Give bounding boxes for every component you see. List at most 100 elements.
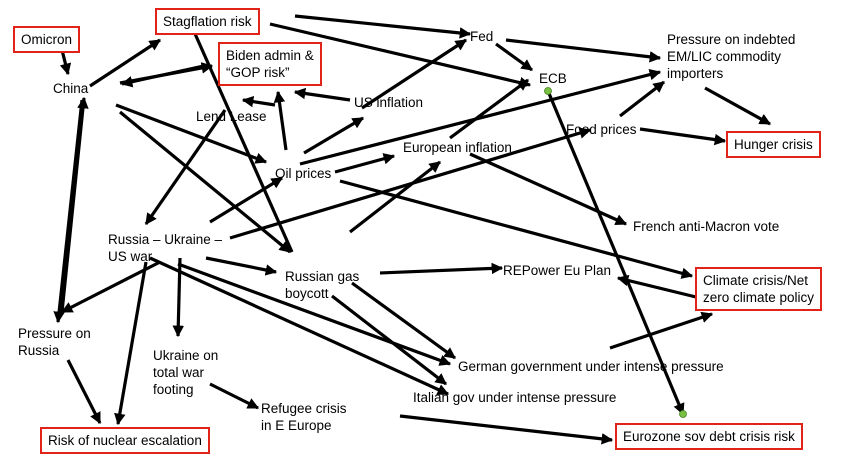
node-pressure-on-russia-line-1: Pressure on [18,326,91,341]
arrow-gas-stagflation [186,16,294,253]
arrow-pressure-russia-nuclear [66,359,102,425]
node-refugee-crisis-line-2: in E Europe [261,418,332,433]
node-repower-eu-plan-line-1: REPower Eu Plan [503,263,612,278]
node-french-anti-macron-vote-line-1: French anti-Macron vote [633,219,780,234]
arrow-ecb-eurozone [546,90,685,416]
node-pressure-em-lic: Pressure on indebted EM/LIC commodity im… [667,31,795,82]
node-russia-ukraine-us-war-line-2: US war [108,249,153,264]
arrow-russia-italian [149,256,450,396]
node-lend-lease: Lend Lease [196,108,267,125]
arrow-china-pressure-russia-reverse [60,96,89,313]
node-fed-line-1: Fed [470,29,494,44]
node-hunger-crisis-line-1: Hunger crisis [734,137,813,152]
arrow-food-pressure-em [619,80,665,118]
arrow-russia-nuclear [114,261,148,426]
node-ukraine-total-war-footing: Ukraine on total war footing [153,347,218,398]
node-russian-gas-boycott-line-1: Russian gas [285,269,360,284]
arrow-china-stagflation [89,38,161,88]
arrow-oil-eu-inflation [334,153,396,174]
arrow-oil-biden [273,90,288,151]
node-climate-crisis: Climate crisis/Net zero climate policy [695,267,823,311]
arrow-lend-lease-russia [144,109,227,225]
arrow-oil-us-inflation [303,116,364,155]
arrow-fed-ecb [495,42,533,72]
node-fed: Fed [470,28,493,45]
node-us-inflation-line-1: US inflation [354,95,424,110]
arrow-omicron-china [59,49,72,76]
arrow-biden-china-reverse [120,63,209,88]
arrow-gas-german [351,281,456,360]
node-omicron-line-1: Omicron [21,32,73,47]
node-china-line-1: China [53,81,89,96]
arrow-food-hunger [639,127,727,146]
arrow-china-pressure-russia [53,99,84,324]
node-oil-prices: Oil prices [275,165,331,182]
node-china: China [53,80,88,97]
node-german-government-line-1: German government under intense pressure [458,359,724,374]
node-repower-eu-plan: REPower Eu Plan [503,262,611,279]
node-stagflation-risk-line-1: Stagflation risk [163,14,252,29]
arrow-gas-repower [379,262,504,275]
node-us-inflation: US inflation [354,94,423,111]
arrow-german-climate [609,311,714,350]
node-ecb-line-1: ECB [539,71,567,86]
node-pressure-em-lic-line-2: EM/LIC commodity [667,49,782,64]
node-russian-gas-boycott-line-2: boycott [285,286,329,301]
arrow-fed-pressure-em [505,38,662,63]
node-biden-admin: Biden admin & “GOP risk” [218,42,322,86]
node-pressure-on-russia: Pressure on Russia [18,325,91,359]
arrow-russia-german [177,262,452,366]
node-biden-admin-line-1: Biden admin & [226,48,314,63]
arrow-russia-oil [209,176,283,224]
arrow-oil-pressure-em [299,68,662,166]
arrow-russia-gas [205,256,278,276]
node-risk-of-nuclear-escalation-line-1: Risk of nuclear escalation [48,433,202,448]
arrow-italian-eurozone [399,414,614,445]
node-hunger-crisis: Hunger crisis [726,131,821,158]
arrow-us-inflation-biden [293,87,351,102]
node-russia-ukraine-us-war-line-1: Russia – Ukraine – [108,232,223,247]
node-russia-ukraine-us-war: Russia – Ukraine – US war [108,231,222,265]
node-omicron: Omicron [13,26,81,53]
node-ukraine-total-war-footing-line-1: Ukraine on [153,348,219,363]
node-stagflation-risk: Stagflation risk [155,8,260,35]
node-pressure-em-lic-line-1: Pressure on indebted [667,32,796,47]
arrow-china-oil [115,103,268,164]
node-ecb: ECB [539,70,567,87]
node-french-anti-macron-vote: French anti-Macron vote [633,218,779,235]
arrow-stagflation-ecb [269,22,532,89]
arrow-oil-climate [339,179,694,279]
arrow-pressure-em-hunger [704,86,772,126]
node-refugee-crisis: Refugee crisis in E Europe [261,400,347,434]
node-ukraine-total-war-footing-line-3: footing [153,382,194,397]
arrow-biden-lend-lease [241,95,276,108]
arrow-gas-italian [331,294,447,386]
node-german-government: German government under intense pressure [458,358,724,375]
node-european-inflation: European inflation [403,139,512,156]
arrow-eu-inflation-french [469,152,628,226]
node-ukraine-total-war-footing-line-2: total war [153,365,205,380]
node-eurozone-sov-debt-crisis-line-1: Eurozone sov debt crisis risk [623,429,795,444]
node-refugee-crisis-line-1: Refugee crisis [261,401,347,416]
connector-handle-end[interactable] [679,410,687,418]
arrow-us-inflation-fed [361,38,467,110]
node-risk-of-nuclear-escalation: Risk of nuclear escalation [40,427,210,454]
arrow-ukraine-refugee [209,382,260,410]
node-italian-gov: Italian gov under intense pressure [413,389,616,406]
node-russian-gas-boycott: Russian gas boycott [285,268,359,302]
node-pressure-em-lic-line-3: importers [667,66,724,81]
connector-handle-start[interactable] [544,87,552,95]
arrow-fed-stagflation [294,14,472,39]
node-eurozone-sov-debt-crisis: Eurozone sov debt crisis risk [615,423,803,450]
arrow-gas-eu-inflation [349,160,441,234]
node-oil-prices-line-1: Oil prices [275,166,332,181]
node-climate-crisis-line-1: Climate crisis/Net [703,273,809,288]
arrow-climate-repower [616,274,697,299]
node-food-prices-line-1: Food prices [566,122,637,137]
node-climate-crisis-line-2: zero climate policy [703,290,815,305]
node-european-inflation-line-1: European inflation [403,140,512,155]
node-lend-lease-line-1: Lend Lease [196,109,267,124]
arrow-eu-inflation-ecb [449,78,529,140]
